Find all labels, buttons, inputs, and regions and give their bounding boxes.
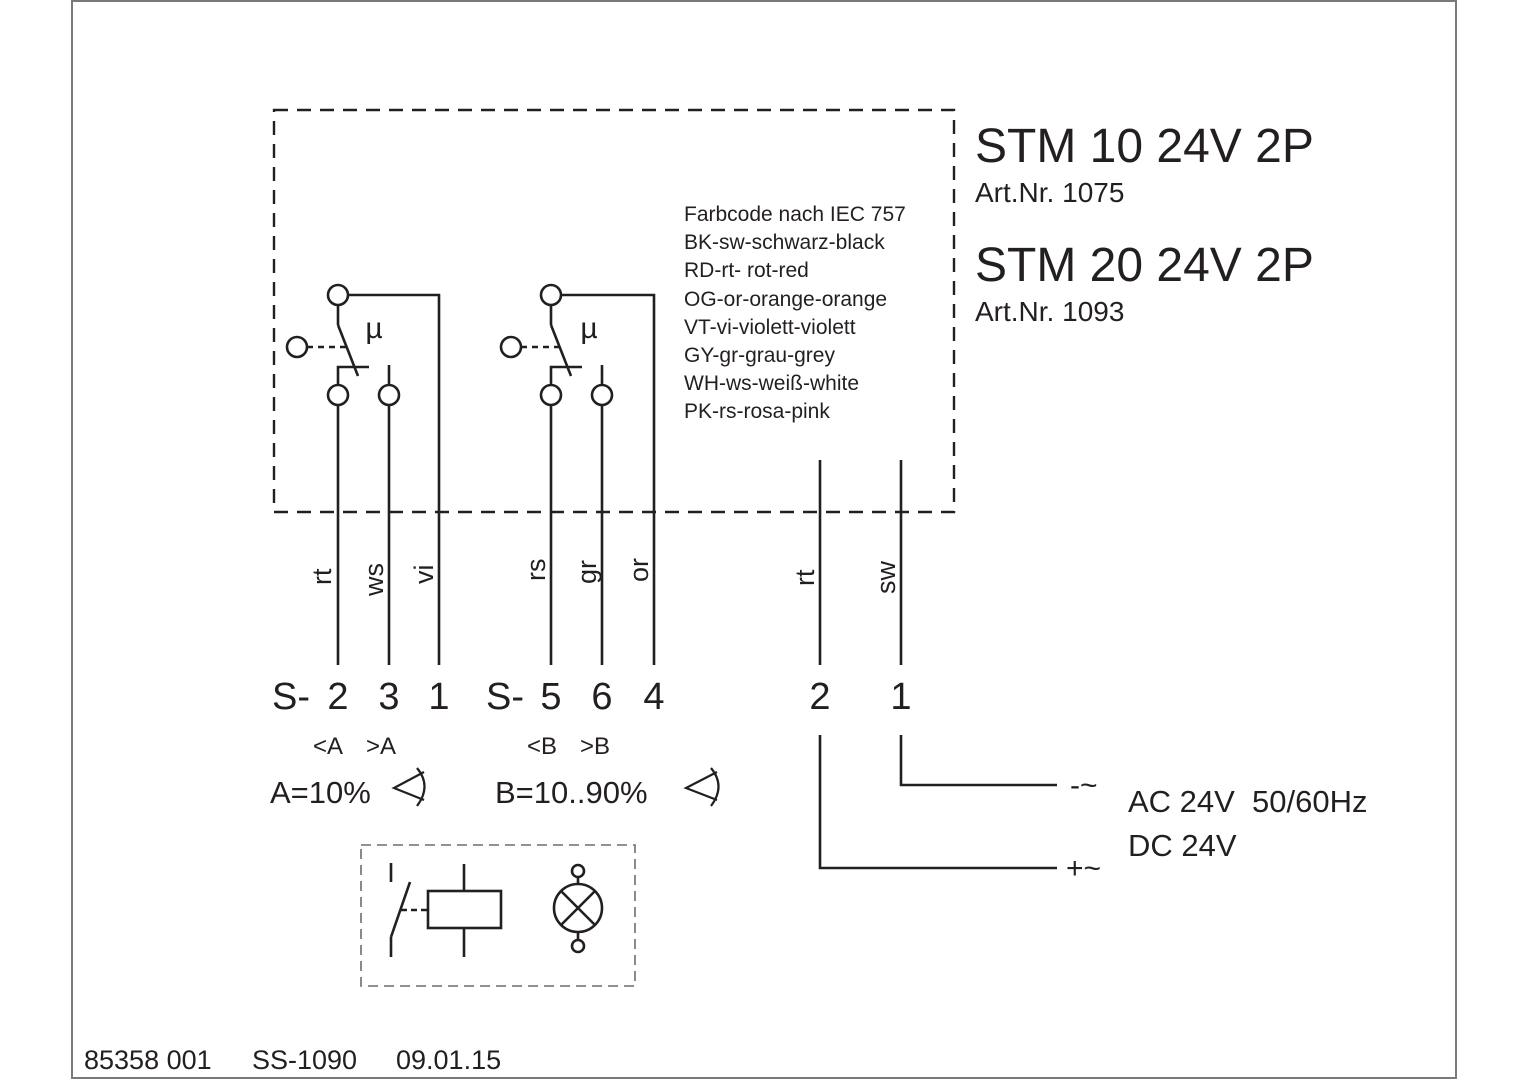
color-code-entry: RD-rt- rot-red (684, 259, 809, 282)
switch-b-actuator (499, 335, 523, 359)
switch-a-lever (336, 324, 360, 377)
color-code-entry: VT-vi-violett-violett (684, 316, 856, 339)
color-code-entry: PK-rs-rosa-pink (684, 400, 830, 423)
direction-b-cw: >B (580, 733, 610, 760)
relay-icon (389, 863, 503, 957)
device-housing (272, 108, 956, 514)
product-model: STM 20 24V 2P (975, 239, 1314, 292)
wire-label-vi: vi (409, 565, 439, 585)
switch-b-common-node (539, 283, 563, 307)
product-model: STM 10 24V 2P (975, 120, 1314, 173)
wire-vi (348, 293, 441, 665)
supply-pos-line (818, 735, 1057, 870)
switch-a-symbol: µ (365, 312, 382, 345)
drawing-frame (71, 0, 1457, 1079)
load-legend-box (360, 844, 636, 987)
terminal-b-5: 5 (540, 676, 561, 718)
wire-label-ws: ws (359, 563, 389, 597)
lamp-icon (552, 863, 604, 954)
wire-label-rt-a: rt (307, 568, 337, 585)
wire-label-or: or (624, 558, 654, 582)
angle-icon (683, 767, 720, 807)
polarity-negative: -~ (1070, 769, 1098, 802)
switch-a-common-node (326, 283, 350, 307)
product-art-nr: Art.Nr. 1093 (975, 296, 1124, 327)
wire-label-gr: gr (572, 560, 602, 584)
terminal-a-3: 3 (378, 676, 399, 718)
switch-b-lever (549, 324, 573, 377)
terminal-a-1: 1 (428, 676, 449, 718)
terminal-labels: S- 2 3 1 S- 5 6 4 2 1 (272, 676, 912, 718)
wire-label-rs: rs (521, 559, 551, 582)
supply-neg-line (899, 735, 1057, 787)
direction-a-cw: >A (366, 733, 396, 760)
direction-a-ccw: <A (313, 733, 343, 760)
drawing-number: SS-1090 (252, 1045, 357, 1075)
terminal-supply-2: 2 (809, 676, 830, 718)
drawing-date: 09.01.15 (396, 1045, 501, 1075)
polarity-positive: +~ (1066, 852, 1101, 885)
terminal-prefix-a: S- (272, 676, 310, 718)
product-art-nr: Art.Nr. 1075 (975, 177, 1124, 208)
angle-icon (391, 767, 426, 807)
wire-labels: rt ws vi rs gr or rt sw (307, 558, 901, 597)
color-code-legend: Farbcode nach IEC 757 BK-sw-schwarz-blac… (684, 203, 906, 423)
switch-b-symbol: µ (580, 312, 597, 345)
color-code-entry: GY-gr-grau-grey (684, 344, 835, 367)
doc-number: 85358 001 (84, 1045, 212, 1075)
wire-label-rt-supply: rt (790, 569, 820, 586)
terminal-supply-1: 1 (890, 676, 911, 718)
dc-supply-label: DC 24V (1128, 828, 1237, 863)
wire-label-sw: sw (871, 561, 901, 595)
terminal-b-4: 4 (643, 676, 664, 718)
setting-a: A=10% (270, 775, 371, 810)
switch-a-actuator (285, 335, 309, 359)
color-code-entry: BK-sw-schwarz-black (684, 231, 885, 254)
terminal-b-6: 6 (591, 676, 612, 718)
color-code-title: Farbcode nach IEC 757 (684, 203, 906, 226)
aux-switch-a: µ (285, 283, 441, 665)
terminal-a-2: 2 (327, 676, 348, 718)
terminal-prefix-b: S- (486, 676, 524, 718)
product-info: STM 10 24V 2P Art.Nr. 1075 STM 20 24V 2P… (975, 120, 1314, 327)
setting-b: B=10..90% (495, 775, 648, 810)
aux-switch-b: µ (499, 283, 656, 665)
direction-b-ccw: <B (527, 733, 557, 760)
footer: 85358 001 SS-1090 09.01.15 (84, 1045, 501, 1075)
color-code-entry: WH-ws-weiß-white (684, 372, 859, 395)
ac-supply-label: AC 24V 50/60Hz (1128, 784, 1368, 819)
color-code-entry: OG-or-orange-orange (684, 288, 887, 311)
wire-or (561, 293, 656, 665)
